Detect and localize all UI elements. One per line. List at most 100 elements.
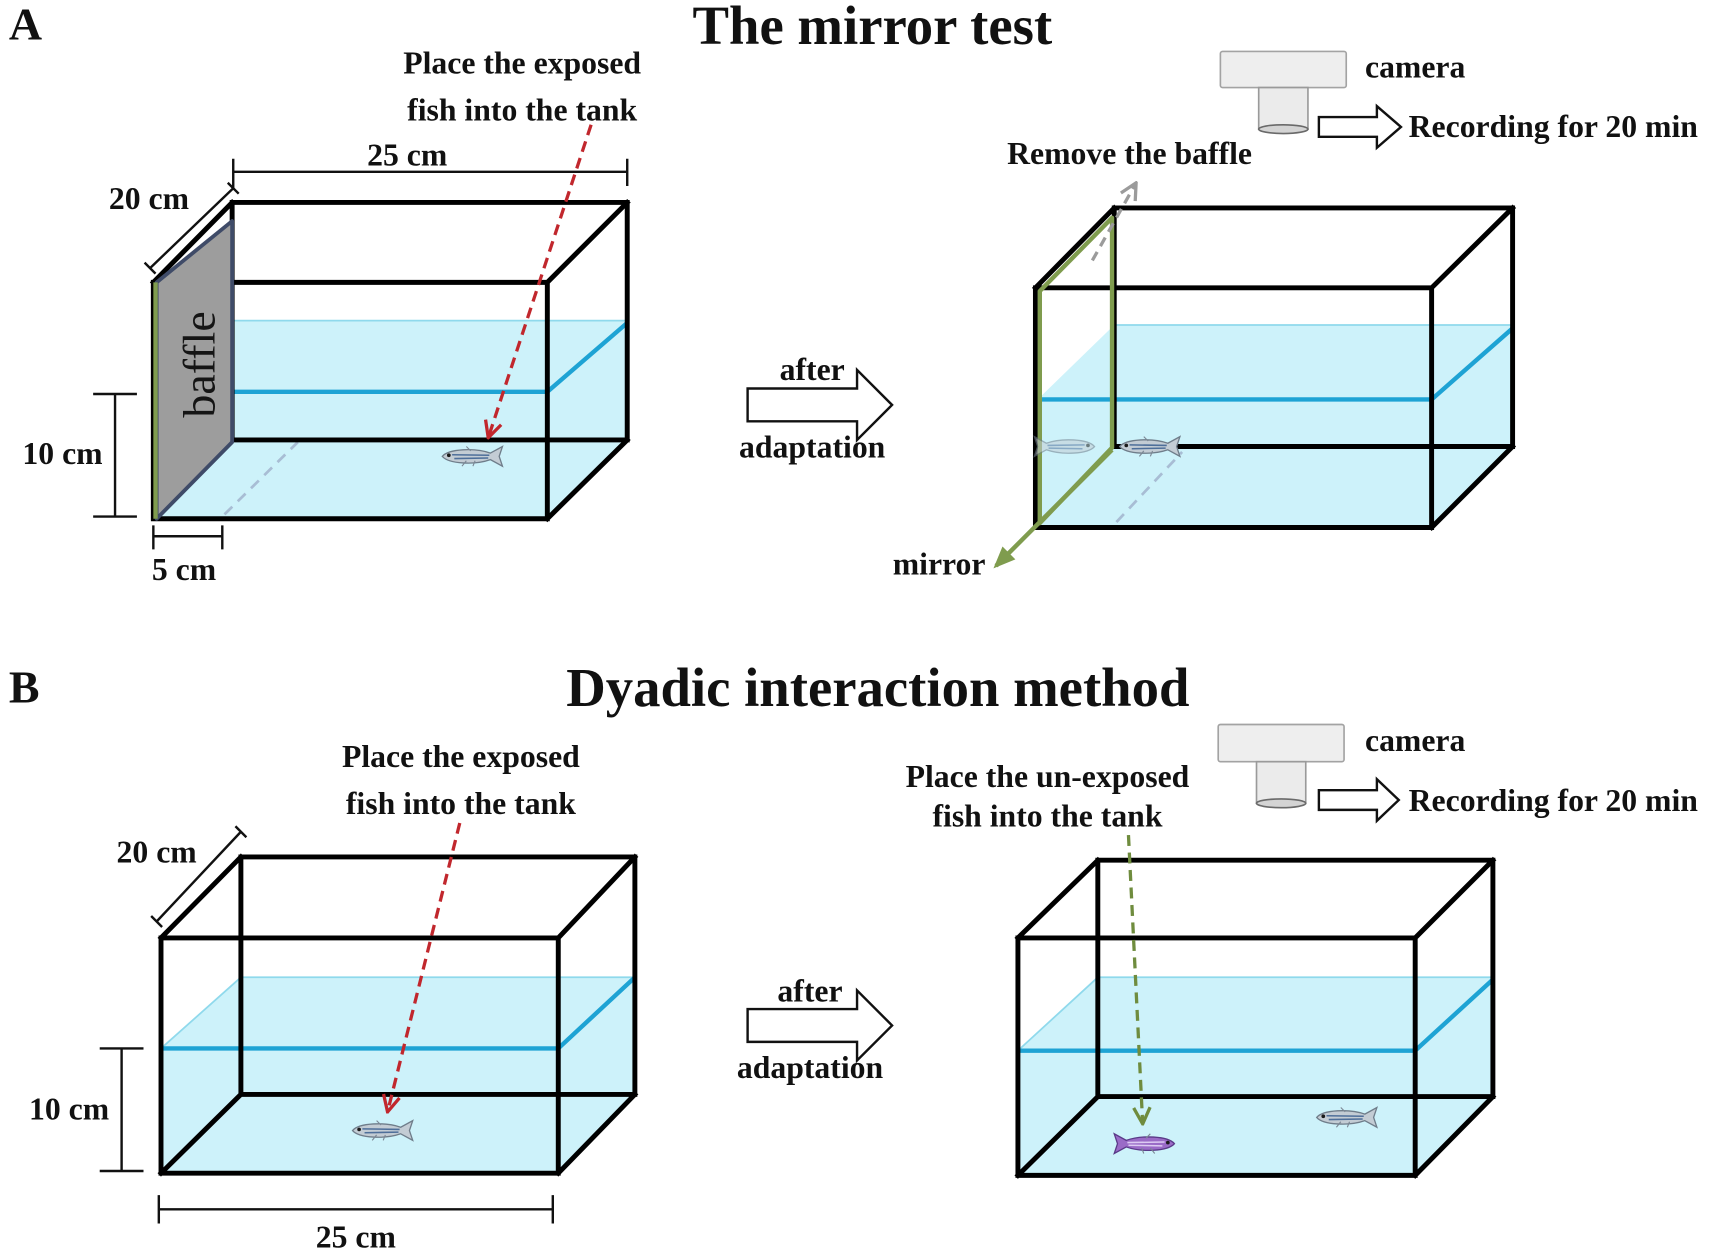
place-exposed-fish-note: Place the exposed fish into the tank <box>403 45 641 437</box>
mirror-pointer-arrow <box>993 448 1114 569</box>
dimension-label: 20 cm <box>117 834 197 869</box>
dimension-line <box>232 158 629 189</box>
dimension-baffle-distance: 5 cm <box>152 525 224 587</box>
tank-with-mirror: mirror Remove the baffle <box>893 136 1517 582</box>
unexposed-fish-arrow <box>1126 834 1142 1124</box>
camera-icon <box>1217 723 1345 809</box>
fish-icon <box>1118 435 1182 458</box>
fish-stripes <box>452 453 490 460</box>
note-line-2: fish into the tank <box>407 92 637 127</box>
tank-frame <box>1031 204 1517 531</box>
dimension-width: 20 cm <box>109 181 240 275</box>
mirror-label: mirror <box>893 547 986 582</box>
tank-frame <box>157 853 639 1177</box>
dimension-width: 20 cm <box>117 825 248 928</box>
dimension-label: 20 cm <box>109 181 189 216</box>
camera-lens <box>1257 86 1309 130</box>
panel-b-letter: B <box>9 662 40 713</box>
water <box>1017 977 1493 1176</box>
place-unexposed-fish-note: Place the un-exposed fish into the tank <box>906 759 1190 1124</box>
note-line-2: fish into the tank <box>346 786 576 821</box>
note-line-1: Place the un-exposed <box>906 759 1190 794</box>
note-line-2: fish into the tank <box>932 798 1162 833</box>
fish-icon <box>441 445 504 468</box>
recording-label: Recording for 20 min <box>1409 783 1699 818</box>
fish-eye <box>1165 1140 1170 1145</box>
fish-body <box>1033 435 1096 458</box>
camera-label: camera <box>1365 723 1466 758</box>
dimension-line <box>93 392 137 518</box>
transition-line-2: adaptation <box>737 1050 884 1085</box>
fish-fins <box>461 446 476 467</box>
panel-a: A The mirror test baffle 25 cm <box>9 0 1698 587</box>
panel-b-title: Dyadic interaction method <box>566 657 1189 718</box>
fish-stripes <box>362 1128 400 1134</box>
dimension-line <box>99 1047 144 1173</box>
recording-arrow <box>1317 776 1401 824</box>
fish-fins <box>1138 436 1154 457</box>
dimension-label: 5 cm <box>152 552 216 587</box>
baffle-removal-arrow <box>1090 183 1136 262</box>
camera-body <box>1219 50 1348 89</box>
remove-baffle-label: Remove the baffle <box>1007 136 1252 171</box>
fish-icon <box>1033 435 1096 458</box>
transition-line-1: after <box>777 973 842 1008</box>
recording-label: Recording for 20 min <box>1409 109 1699 144</box>
dimension-label: 25 cm <box>367 137 447 172</box>
transition-arrow-a: after adaptation <box>739 352 894 464</box>
dimension-label: 25 cm <box>316 1220 396 1252</box>
fish-fins <box>1141 1133 1156 1154</box>
baffle-label: baffle <box>174 311 225 417</box>
dimension-line <box>157 1195 555 1224</box>
camera-lens-rim <box>1257 123 1309 135</box>
fish-fins <box>1335 1107 1351 1128</box>
hollow-arrow-icon <box>746 987 894 1064</box>
fish-body <box>1113 1132 1176 1155</box>
panel-a-title: The mirror test <box>693 0 1053 56</box>
fish-icon <box>351 1119 414 1142</box>
panel-b: B Dyadic interaction method 20 cm 10 cm <box>9 657 1698 1252</box>
dimension-length: 25 cm <box>232 137 629 189</box>
camera-lens <box>1255 760 1307 805</box>
dimension-label: 10 cm <box>22 436 102 471</box>
hidden-bottom-edge <box>1115 451 1184 523</box>
fish-eye <box>446 453 451 458</box>
fish-body <box>441 445 504 468</box>
recording-arrow <box>1317 103 1403 151</box>
fish-body <box>351 1119 414 1142</box>
fish-stripes <box>1129 444 1167 450</box>
camera-lens-rim <box>1255 798 1307 809</box>
dimension-line <box>152 525 224 550</box>
note-line-1: Place the exposed <box>403 45 641 80</box>
place-exposed-fish-note: Place the exposed fish into the tank <box>342 739 580 1112</box>
camera-icon <box>1219 50 1348 135</box>
dimension-line <box>150 825 248 928</box>
transition-line-1: after <box>780 352 845 387</box>
water <box>161 977 635 1174</box>
camera-body <box>1217 723 1345 763</box>
fish-body <box>1118 435 1182 458</box>
panel-a-letter: A <box>9 0 42 49</box>
tank-dyadic <box>1014 856 1497 1179</box>
hollow-arrow-icon <box>746 367 894 443</box>
tank-exposed-fish <box>157 853 639 1177</box>
dimension-line <box>143 181 240 275</box>
fish-eye <box>357 1127 361 1132</box>
fish-fins <box>371 1120 386 1141</box>
transition-line-2: adaptation <box>739 429 886 464</box>
transition-arrow-b: after adaptation <box>737 973 894 1085</box>
fish-icon <box>1113 1132 1176 1155</box>
note-line-1: Place the exposed <box>342 739 580 774</box>
exposed-fish-arrow <box>488 124 593 438</box>
tank-frame <box>1014 856 1497 1179</box>
fish-stripes <box>1127 1141 1165 1147</box>
exposed-fish-arrow <box>388 822 462 1112</box>
fish-stripes <box>1047 444 1085 450</box>
tank-frame <box>149 198 631 523</box>
dimension-water-height: 10 cm <box>22 392 137 518</box>
fish-eye <box>1321 1114 1326 1119</box>
camera-label: camera <box>1365 50 1466 85</box>
fish-eye <box>1124 443 1129 448</box>
fish-stripes <box>1326 1114 1364 1121</box>
